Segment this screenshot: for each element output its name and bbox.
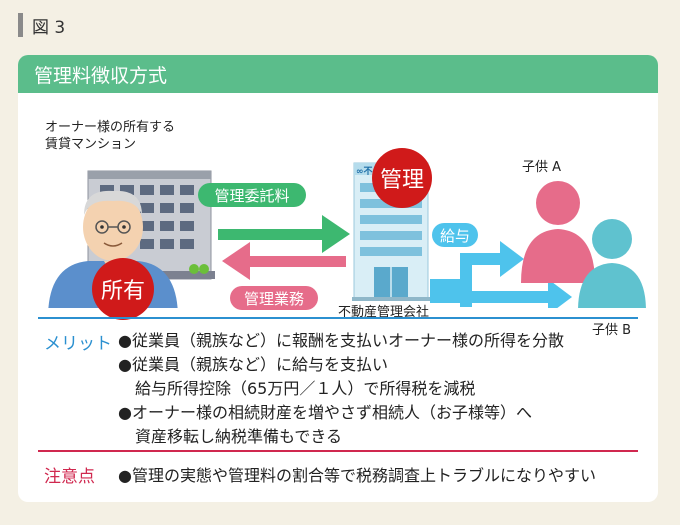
management-service-arrow (222, 242, 346, 280)
manage-badge: 管理 (372, 148, 432, 208)
owner-caption: オーナー様の所有する 賃貸マンション (45, 119, 175, 153)
child-a-label: 子供 A (522, 160, 562, 175)
child-b-label: 子供 B (592, 323, 632, 338)
caution-line: ●管理の実態や管理料の割合等で税務調査上トラブルになりやすい (118, 466, 596, 485)
merit-top-divider (38, 317, 638, 319)
figure-label-text: 図 3 (32, 17, 66, 38)
merit-line-2: ●従業員（親族など）に給与を支払い (118, 355, 388, 374)
owner-caption-line2: 賃貸マンション (45, 137, 137, 152)
merit-line-4: ●オーナー様の相続財産を増やさず相続人（お子様等）へ (118, 403, 532, 422)
figure-label: 図 3 (18, 12, 65, 38)
merit-line-5: 資産移転し納税準備もできる (135, 427, 343, 446)
ownership-badge: 所有 (92, 258, 154, 320)
merit-bottom-divider (38, 450, 638, 452)
merit-line-3: 給与所得控除（65万円／１人）で所得税を減税 (135, 379, 476, 398)
figure-label-bar (18, 13, 23, 37)
panel-title: 管理料徴収方式 (34, 64, 168, 87)
owner-caption-line1: オーナー様の所有する (45, 120, 176, 135)
commission-fee-arrow (218, 215, 350, 253)
diagram-area: オーナー様の所有する 賃貸マンション 管理委託料 管理業務 ∞不 管理 所有 不… (18, 93, 658, 338)
salary-label: 給与 (432, 223, 478, 247)
child-b-person-icon (578, 219, 646, 308)
company-label: 不動産管理会社 (338, 305, 430, 320)
merit-line-1: ●従業員（親族など）に報酬を支払いオーナー様の所得を分散 (118, 331, 564, 350)
company-logo: ∞不 (356, 167, 373, 177)
commission-fee-label: 管理委託料 (198, 183, 306, 207)
panel-header: 管理料徴収方式 (18, 55, 658, 93)
child-a-person-icon (521, 181, 595, 283)
caution-label: 注意点 (44, 467, 95, 487)
figure-panel: 管理料徴収方式 (18, 55, 658, 502)
salary-arrows (430, 241, 572, 308)
merit-label: メリット (44, 334, 112, 354)
management-service-label: 管理業務 (230, 286, 318, 310)
